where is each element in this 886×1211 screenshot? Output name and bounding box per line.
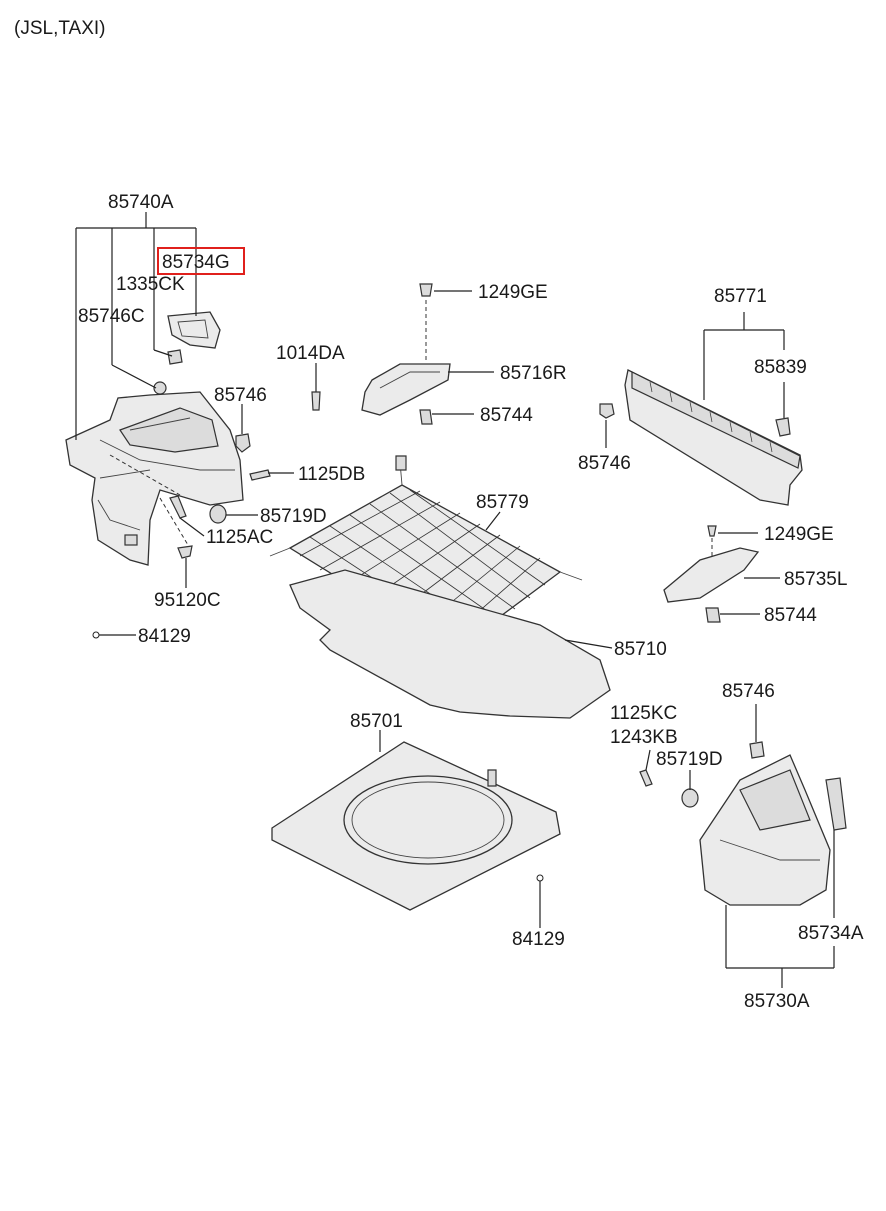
label-1249GE-top: 1249GE (478, 282, 548, 303)
label-1335CK: 1335CK (116, 274, 185, 295)
label-85719D-left: 85719D (260, 506, 327, 527)
center-bracket (361, 283, 494, 425)
parcel-shelf (599, 312, 803, 506)
label-85746-left: 85746 (214, 385, 267, 406)
label-1243KB: 1243KB (610, 727, 678, 748)
label-85701: 85701 (350, 711, 403, 732)
label-85735L: 85735L (784, 569, 847, 590)
left-leaders (75, 212, 317, 639)
label-85746-right: 85746 (578, 453, 631, 474)
part-labels: 85740A 85734G 1335CK 85746C 1014DA 85746… (78, 192, 864, 1012)
tire-cover (271, 730, 561, 928)
highlight-box (157, 247, 245, 275)
label-85716R: 85716R (500, 363, 567, 384)
label-85730A: 85730A (744, 991, 810, 1012)
label-1125DB: 1125DB (298, 464, 365, 485)
label-85746C: 85746C (78, 306, 145, 327)
luggage-floor (289, 569, 613, 719)
label-85744-right: 85744 (764, 605, 817, 626)
label-85734G: 85734G (162, 252, 230, 273)
label-1125KC: 1125KC (610, 703, 677, 724)
label-1014DA: 1014DA (276, 343, 345, 364)
label-85746-bottom: 85746 (722, 681, 775, 702)
label-85734A: 85734A (798, 923, 864, 944)
label-85710: 85710 (614, 639, 667, 660)
label-95120C: 95120C (154, 590, 221, 611)
label-84129-left: 84129 (138, 626, 191, 647)
label-84129-bottom: 84129 (512, 929, 565, 950)
label-85744-top: 85744 (480, 405, 533, 426)
label-85719D-right: 85719D (656, 749, 723, 770)
label-85740A: 85740A (108, 192, 174, 213)
left-trim-assembly (65, 311, 271, 566)
screw-1014DA (311, 391, 321, 411)
small-trim-85735L (663, 525, 780, 623)
label-85839: 85839 (754, 357, 807, 378)
right-trim-assembly (639, 704, 847, 988)
label-1249GE-right: 1249GE (764, 524, 834, 545)
label-1125AC: 1125AC (206, 527, 273, 548)
label-85771: 85771 (714, 286, 767, 307)
diagram-caption: (JSL,TAXI) (14, 18, 106, 39)
label-85779: 85779 (476, 492, 529, 513)
